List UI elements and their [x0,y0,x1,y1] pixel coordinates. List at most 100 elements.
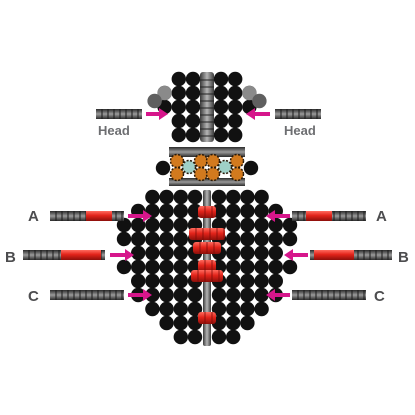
arrow-head [266,210,275,222]
bead [131,217,146,233]
red-bead-bar [198,206,216,218]
bead [145,301,160,317]
bead [268,259,283,275]
bead [254,203,269,219]
red-bead-bar [189,228,225,240]
bead [240,259,255,275]
bead [268,217,283,233]
bead [240,217,255,233]
bead [171,99,186,115]
bead [226,315,241,331]
bead [254,273,269,289]
neck-bottom-band [169,178,245,186]
bead [187,301,203,317]
bead [173,259,188,275]
bead [226,245,241,261]
bead [173,231,188,247]
bead [254,231,269,247]
bead [226,231,241,247]
bead [173,287,188,303]
bead [268,245,283,261]
bead [226,259,241,275]
bead [185,99,201,115]
bead [171,127,186,143]
bead [240,301,255,317]
bead [226,217,241,233]
red-bead-bar [198,312,216,324]
bead [173,217,188,233]
bead [211,329,227,345]
bead [159,259,174,275]
bead [131,273,146,289]
bead [211,189,227,205]
bead [159,315,174,331]
bead [185,71,201,87]
bead [185,85,201,101]
label-row-a-right: A [376,208,387,225]
bead [226,329,241,345]
bead [243,160,259,176]
bead [145,273,160,289]
bead [213,71,229,87]
arrow-head [266,289,275,301]
strand-red-segment [86,211,112,221]
label-row-b-left: B [5,249,16,266]
label-row-a-left: A [28,208,39,225]
bead [131,245,146,261]
bead [240,203,255,219]
label-head-left: Head [98,123,130,138]
bead [145,189,160,205]
bead [116,231,132,247]
bead [228,113,243,129]
bead [145,287,160,303]
bead [226,189,241,205]
bead [173,245,188,261]
bead [145,245,160,261]
neck-crystal-beads [169,153,245,182]
bead [240,231,255,247]
bead [226,203,241,219]
bead [155,160,171,176]
bead [254,189,269,205]
crystal-bead [205,166,221,182]
red-hourglass-marks [189,206,225,324]
bead [145,217,160,233]
label-row-c-right: C [374,288,385,305]
label-row-b-right: B [398,249,409,266]
bead [252,93,267,109]
bead [173,315,188,331]
bead [228,99,243,115]
arrow-head [284,249,293,261]
crystal-bead [169,153,185,169]
bead [242,85,257,101]
bead [213,99,229,115]
bead [173,189,188,205]
bead [147,93,162,109]
bead [226,273,241,289]
bead [254,259,269,275]
bead [173,203,188,219]
head-gray-beads [147,85,267,109]
bead [173,301,188,317]
arrow-head [143,289,152,301]
bead [254,287,269,303]
bead [116,259,132,275]
bead [116,217,132,233]
bead [240,315,255,331]
bead [131,231,146,247]
spine-head-tube [200,72,214,142]
neck-top-band [169,147,245,157]
bead [282,217,298,233]
bead [228,71,243,87]
bead [157,85,172,101]
label-row-c-left: C [28,288,39,305]
crystal-bead [193,166,209,182]
bead [187,189,203,205]
label-head-right: Head [284,123,316,138]
crystal-bead [217,159,233,175]
crystal-bead [229,166,245,182]
bead [240,287,255,303]
bead [173,273,188,289]
bead [171,85,186,101]
bead [145,231,160,247]
